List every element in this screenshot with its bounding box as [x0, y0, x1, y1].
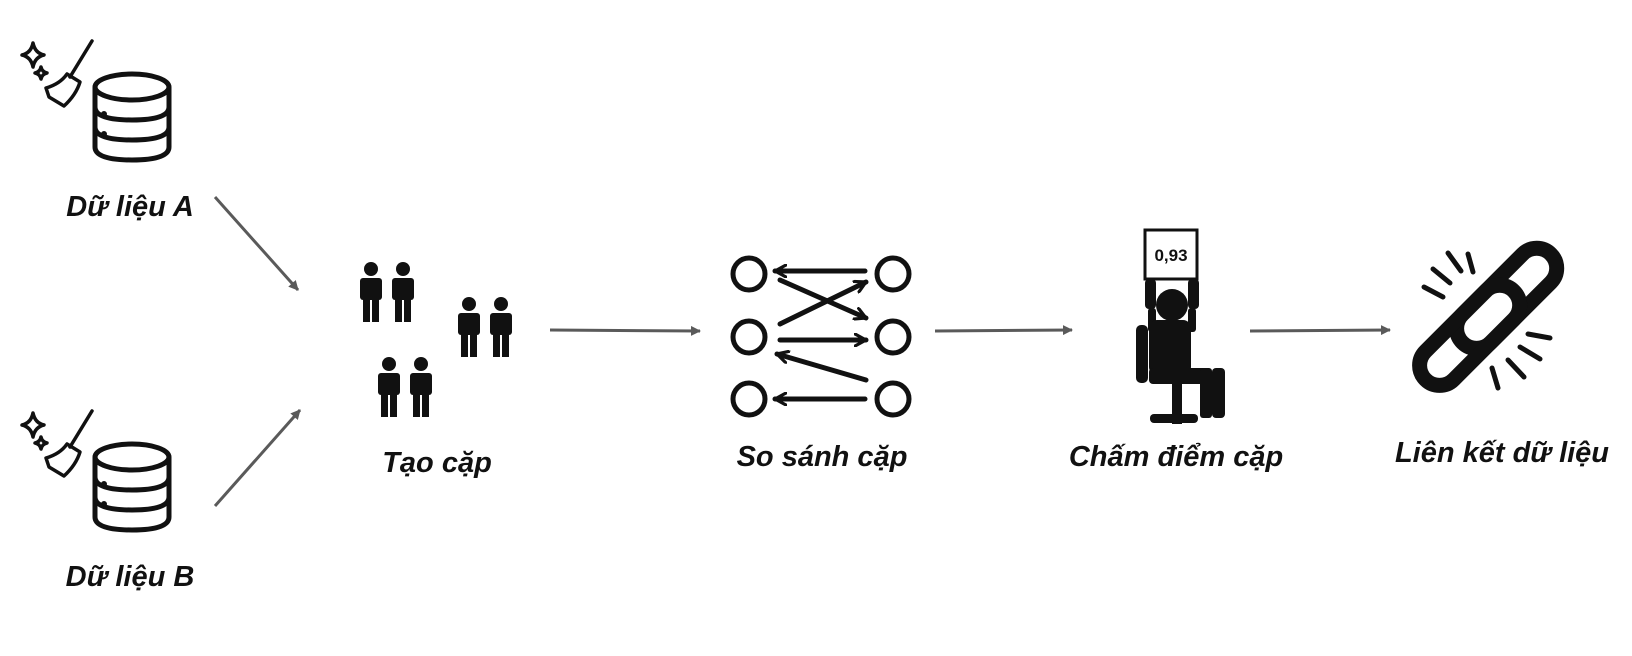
- source-b-label: Dữ liệu B: [66, 561, 195, 593]
- database-icon: [92, 71, 172, 163]
- data-source-a: Dữ liệu A: [20, 39, 194, 223]
- broom-sparkle-icon: [20, 39, 94, 108]
- people-pairs-icon: [360, 262, 512, 417]
- score-card: [1143, 228, 1199, 281]
- source-a-label: Dữ liệu A: [66, 191, 194, 223]
- arrow-b-to-pairs: [213, 409, 302, 507]
- pair-scoring: 0,93 Chấm điểm cặp: [1069, 228, 1283, 473]
- arrow-compare-to-score: [934, 325, 1073, 336]
- arrow-pairs-to-compare: [549, 325, 701, 336]
- pair-comparison-label: So sánh cặp: [737, 441, 908, 473]
- score-card-value: 0,93: [1154, 246, 1187, 265]
- record-linkage-label: Liên kết dữ liệu: [1395, 437, 1609, 469]
- cross-comparison-arrows-icon: [730, 255, 912, 418]
- flow-arrows: [213, 196, 1391, 507]
- database-icon: [92, 441, 172, 533]
- broom-sparkle-icon: [20, 409, 94, 478]
- pair-generation: Tạo cặp: [360, 262, 512, 479]
- arrow-score-to-link: [1249, 325, 1391, 336]
- record-linkage: Liên kết dữ liệu: [1395, 240, 1609, 469]
- arrow-a-to-pairs: [213, 196, 300, 291]
- pair-scoring-label: Chấm điểm cặp: [1069, 441, 1283, 473]
- data-source-b: Dữ liệu B: [20, 409, 195, 593]
- pair-generation-label: Tạo cặp: [382, 447, 492, 479]
- pair-comparison: So sánh cặp: [730, 255, 912, 473]
- broken-chain-link-icon: [1412, 240, 1565, 393]
- seated-judge-score-card-icon: 0,93: [1136, 228, 1225, 424]
